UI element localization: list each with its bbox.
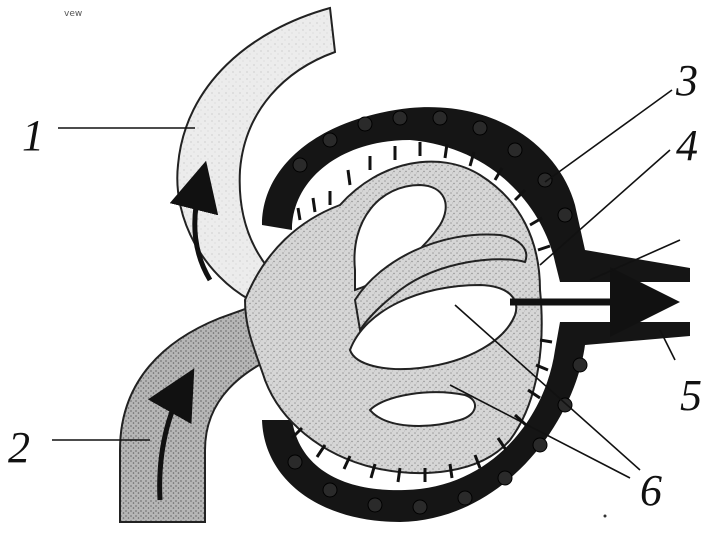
corner-mark: vew [64,9,82,19]
label-5: 5 [680,371,702,420]
label-3: 3 [675,56,698,105]
stray-dot [604,515,607,518]
label-2: 2 [8,423,30,472]
leader-line-3 [545,90,672,182]
label-1: 1 [22,111,44,160]
label-4: 4 [676,121,698,170]
label-6: 6 [640,466,662,515]
